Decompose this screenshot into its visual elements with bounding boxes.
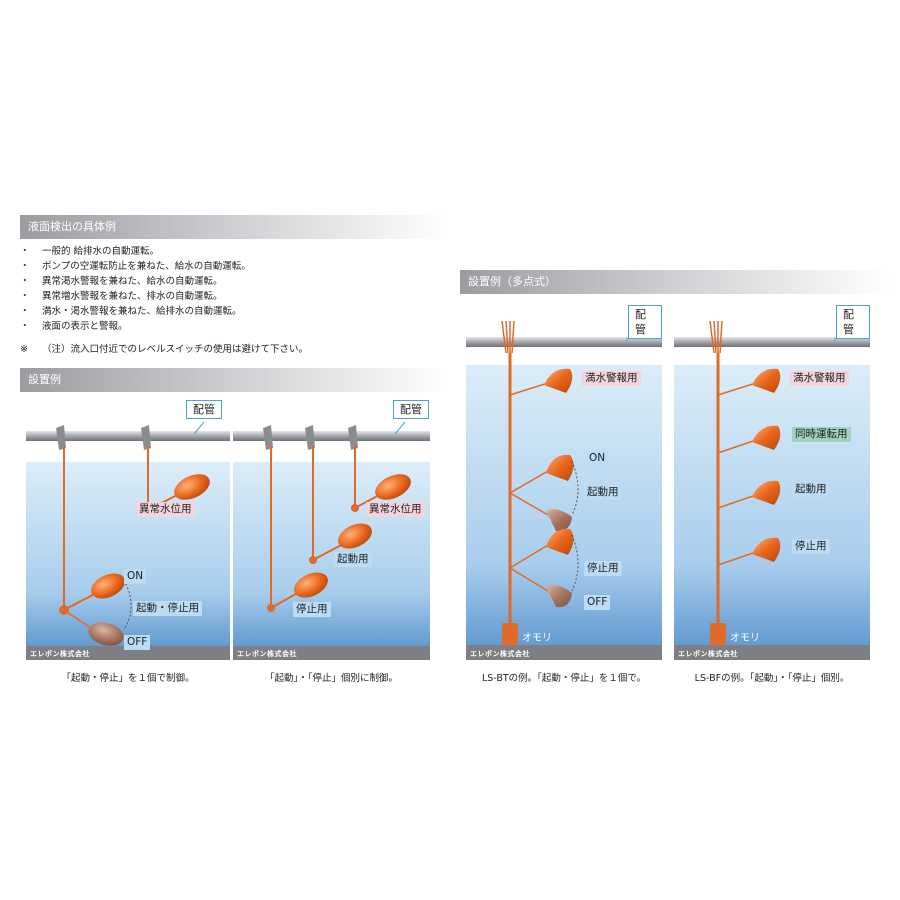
detection-list: ・一般的 給排水の自動運転。 ・ポンプの空運転防止を兼ねた、給水の自動運転。 ・…	[20, 244, 251, 334]
bell-float-full	[544, 368, 573, 393]
caption-separate-floats: 「起動」・「停止」個別に制御。	[264, 673, 398, 684]
float-stop	[294, 572, 328, 598]
start-label: 起動用	[584, 485, 622, 500]
abnormal-level-label: 異常水位用	[366, 502, 425, 517]
float-off	[88, 622, 124, 646]
float-on	[91, 573, 125, 599]
pipe	[26, 431, 230, 441]
diagram-ls-bt: 配管 満水警報用 ON 起動用 停止用 OFF オモリ エレポン株式会社	[466, 303, 662, 660]
list-item: ・液面の表示と警報。	[20, 321, 128, 332]
simultaneous-label: 同時運転用	[792, 427, 851, 442]
maker-logo: エレポン株式会社	[237, 650, 297, 658]
tank-floor	[233, 646, 430, 660]
float-abnormal	[375, 474, 411, 500]
maker-logo: エレポン株式会社	[678, 650, 738, 658]
stop-label: 停止用	[293, 602, 331, 617]
pipe	[466, 337, 662, 347]
bell-float-stop	[546, 528, 574, 555]
stop-label: 停止用	[584, 561, 622, 576]
tank-floor	[26, 646, 230, 660]
bell-float-simultaneous	[752, 425, 781, 450]
diagram-separate-floats: 配管 異常水位用 起動用 停止用 エレポン株式会社	[233, 398, 430, 660]
multi-install-header: 設置例（多点式）	[460, 270, 890, 294]
start-label: 起動用	[334, 552, 372, 567]
detection-header: 液面検出の具体例	[20, 215, 450, 239]
pipe	[233, 431, 430, 441]
diagram-ls-bf: 配管 満水警報用 同時運転用 起動用 停止用 オモリ エレポン株式会社	[674, 303, 870, 660]
bell-float-off-1	[546, 509, 572, 532]
full-alarm-label: 満水警報用	[790, 371, 849, 386]
pipe-label: 配管	[393, 400, 429, 419]
on-label: ON	[124, 569, 147, 584]
float-abnormal	[174, 474, 210, 500]
water-area	[466, 365, 662, 650]
off-label: OFF	[584, 595, 611, 610]
maker-logo: エレポン株式会社	[30, 650, 90, 658]
float-start	[338, 523, 372, 549]
weight	[710, 623, 726, 645]
caution-note: ※（注）流入口付近でのレベルスイッチの使用は避けて下さい。	[20, 344, 309, 355]
tank-floor	[674, 645, 870, 660]
maker-logo: エレポン株式会社	[470, 650, 530, 658]
bell-float-start	[752, 480, 781, 505]
stop-label: 停止用	[792, 539, 830, 554]
pipe	[674, 337, 870, 347]
bell-float-stop	[752, 537, 781, 562]
bell-float-on	[546, 454, 574, 481]
abnormal-level-label: 異常水位用	[136, 502, 195, 517]
bell-float-full	[752, 368, 781, 393]
start-label: 起動用	[792, 482, 830, 497]
weight-label: オモリ	[522, 633, 552, 644]
list-item: ・異常渇水警報を兼ねた、給水の自動運転。	[20, 276, 223, 287]
list-item: ・異常増水警報を兼ねた、排水の自動運転。	[20, 291, 223, 302]
list-item: ・ポンプの空運転防止を兼ねた、給水の自動運転。	[20, 261, 251, 272]
weight-label: オモリ	[730, 633, 760, 644]
list-item: ・満水・渇水警報を兼ねた、給排水の自動運転。	[20, 306, 242, 317]
pipe-label: 配管	[186, 400, 222, 419]
start-stop-label: 起動・停止用	[133, 601, 202, 616]
pipe-label: 配管	[628, 305, 662, 339]
bell-float-off-2	[546, 585, 572, 608]
caption-single-float: 「起動・停止」を１個で制御。	[61, 673, 195, 684]
off-label: OFF	[124, 635, 151, 650]
weight	[502, 623, 518, 645]
on-label: ON	[586, 451, 609, 466]
diagram-single-float: 配管 異常水位用 ON 起動・停止用 OFF エレポン株式会社	[26, 398, 230, 660]
full-alarm-label: 満水警報用	[582, 371, 641, 386]
water-area	[674, 365, 870, 650]
tank-floor	[466, 645, 662, 660]
caption-ls-bf: LS-BFの例。「起動」・「停止」個別。	[694, 673, 850, 684]
pipe-label: 配管	[836, 305, 870, 339]
install-header: 設置例	[20, 368, 450, 392]
list-item: ・一般的 給排水の自動運転。	[20, 246, 160, 257]
caption-ls-bt: LS-BTの例。「起動・停止」を１個で。	[481, 673, 647, 684]
